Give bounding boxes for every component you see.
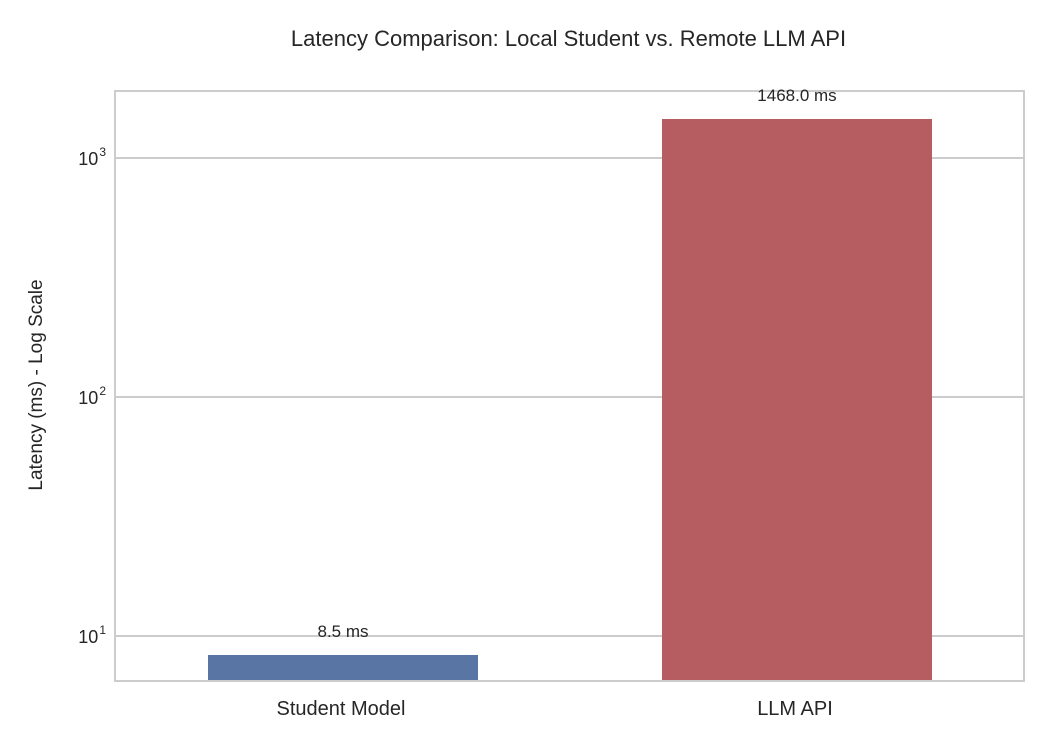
y-tick-exponent: 2	[99, 384, 106, 398]
y-tick-exponent: 1	[99, 623, 106, 637]
bar-llm-api	[662, 119, 932, 680]
x-tick-student-model: Student Model	[276, 698, 406, 720]
y-tick-base: 10	[78, 149, 99, 169]
y-tick-base: 10	[78, 627, 99, 647]
y-tick-exponent: 3	[99, 145, 106, 159]
bar-student-model	[208, 655, 478, 680]
plot-area: 8.5 ms 1468.0 ms	[114, 86, 1025, 682]
chart-title: Latency Comparison: Local Student vs. Re…	[290, 26, 847, 51]
y-tick-1000: 103	[40, 145, 106, 170]
x-tick-llm-api: LLM API	[757, 698, 833, 720]
bar-value-label-llm: 1468.0 ms	[757, 86, 837, 105]
y-tick-base: 10	[78, 388, 99, 408]
bar-value-label-student: 8.5 ms	[317, 622, 369, 641]
gridline-10	[116, 635, 1023, 637]
y-tick-100: 102	[40, 384, 106, 409]
gridline-1000	[116, 157, 1023, 159]
y-tick-10: 101	[40, 623, 106, 648]
gridline-100	[116, 396, 1023, 398]
